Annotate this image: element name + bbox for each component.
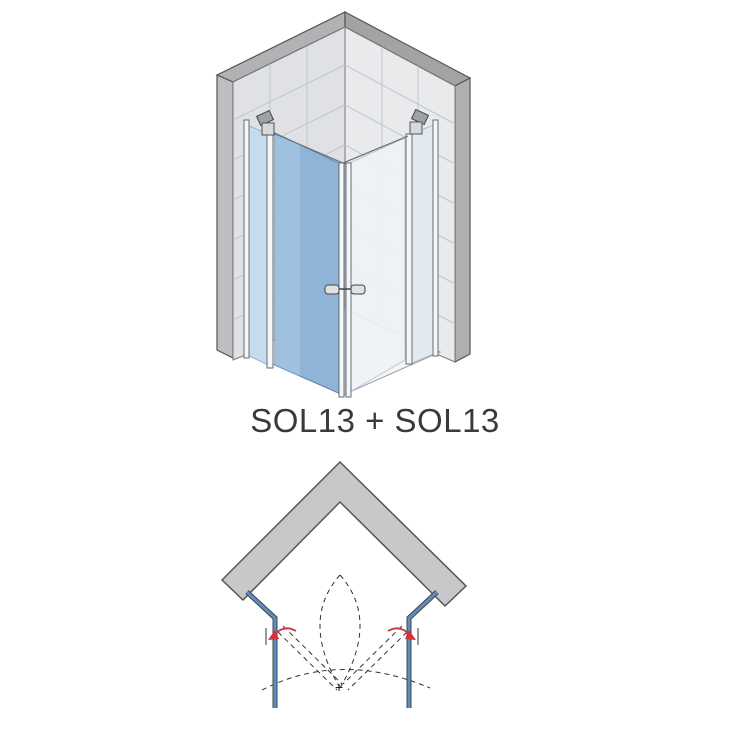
model-caption: SOL13 + SOL13 bbox=[250, 402, 500, 439]
plan-right-glass bbox=[406, 590, 439, 708]
opening-arrow-left bbox=[268, 627, 297, 640]
door-swing-arcs bbox=[261, 574, 431, 691]
left-door-glass-shade bbox=[275, 133, 300, 376]
right-wall-edge bbox=[454, 77, 471, 363]
wall-bracket-left bbox=[255, 109, 275, 136]
arrow-bases bbox=[265, 628, 419, 645]
enclosure-plan-view: + bbox=[220, 460, 468, 708]
wall-bracket-right bbox=[409, 108, 430, 135]
left-fixed-glass bbox=[246, 124, 269, 366]
door-top-edge bbox=[272, 132, 409, 164]
right-fixed-glass bbox=[411, 123, 437, 364]
frame-profiles bbox=[243, 119, 439, 398]
left-wall-edge bbox=[216, 74, 234, 359]
opening-arrow-right bbox=[387, 627, 416, 640]
plan-wall bbox=[220, 460, 468, 608]
plan-left-glass bbox=[245, 590, 278, 708]
right-door-glass bbox=[344, 137, 406, 396]
door-handles bbox=[324, 284, 366, 295]
pivot-marker: + bbox=[335, 679, 343, 695]
enclosure-3d-view bbox=[215, 11, 472, 398]
